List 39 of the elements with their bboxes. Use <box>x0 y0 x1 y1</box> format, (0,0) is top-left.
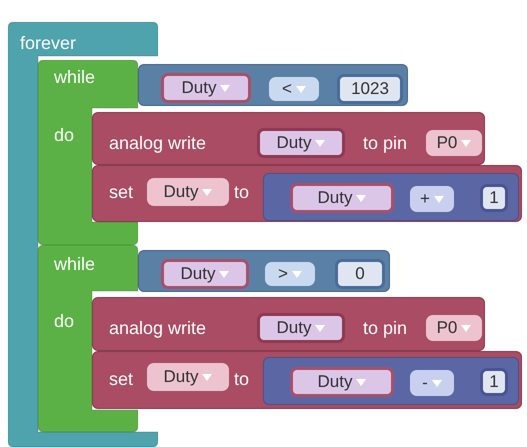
block-label: set <box>109 181 134 203</box>
expression-block <box>263 357 519 405</box>
block-label: while <box>54 253 96 275</box>
dropdown: Duty <box>147 178 229 206</box>
number-field: 1 <box>480 368 508 396</box>
block-label: to pin <box>363 317 408 339</box>
number-field: 1023 <box>337 74 403 104</box>
dropdown: Duty <box>161 259 249 289</box>
statement-block <box>92 351 522 409</box>
dropdown: < <box>269 77 319 101</box>
statement-block <box>92 297 485 351</box>
expression-block <box>138 64 408 106</box>
dropdown: Duty <box>147 363 229 391</box>
expression-block <box>138 250 390 292</box>
block-label: while <box>54 66 96 88</box>
dropdown: - <box>410 370 454 396</box>
dropdown: Duty <box>290 183 394 213</box>
dropdown: + <box>410 186 454 212</box>
dropdown: Duty <box>161 73 251 103</box>
dropdown: P0 <box>426 315 482 341</box>
block-label: do <box>54 124 74 146</box>
block-label: set <box>109 368 134 390</box>
dropdown: Duty <box>257 128 345 158</box>
block-label: to pin <box>363 132 408 154</box>
dropdown: Duty <box>257 313 345 343</box>
block-label: to <box>234 368 250 390</box>
dropdown: P0 <box>426 130 482 156</box>
dropdown: Duty <box>290 367 394 397</box>
block-label: forever <box>20 32 76 54</box>
block-label: analog write <box>109 132 206 154</box>
statement-block <box>92 165 522 222</box>
number-field: 1 <box>480 184 508 212</box>
block-label: analog write <box>109 317 206 339</box>
dropdown: > <box>265 262 315 286</box>
number-field: 0 <box>335 259 385 289</box>
expression-block <box>263 173 519 221</box>
block-label: to <box>234 181 250 203</box>
block-label: do <box>54 310 74 332</box>
statement-block <box>92 112 485 165</box>
